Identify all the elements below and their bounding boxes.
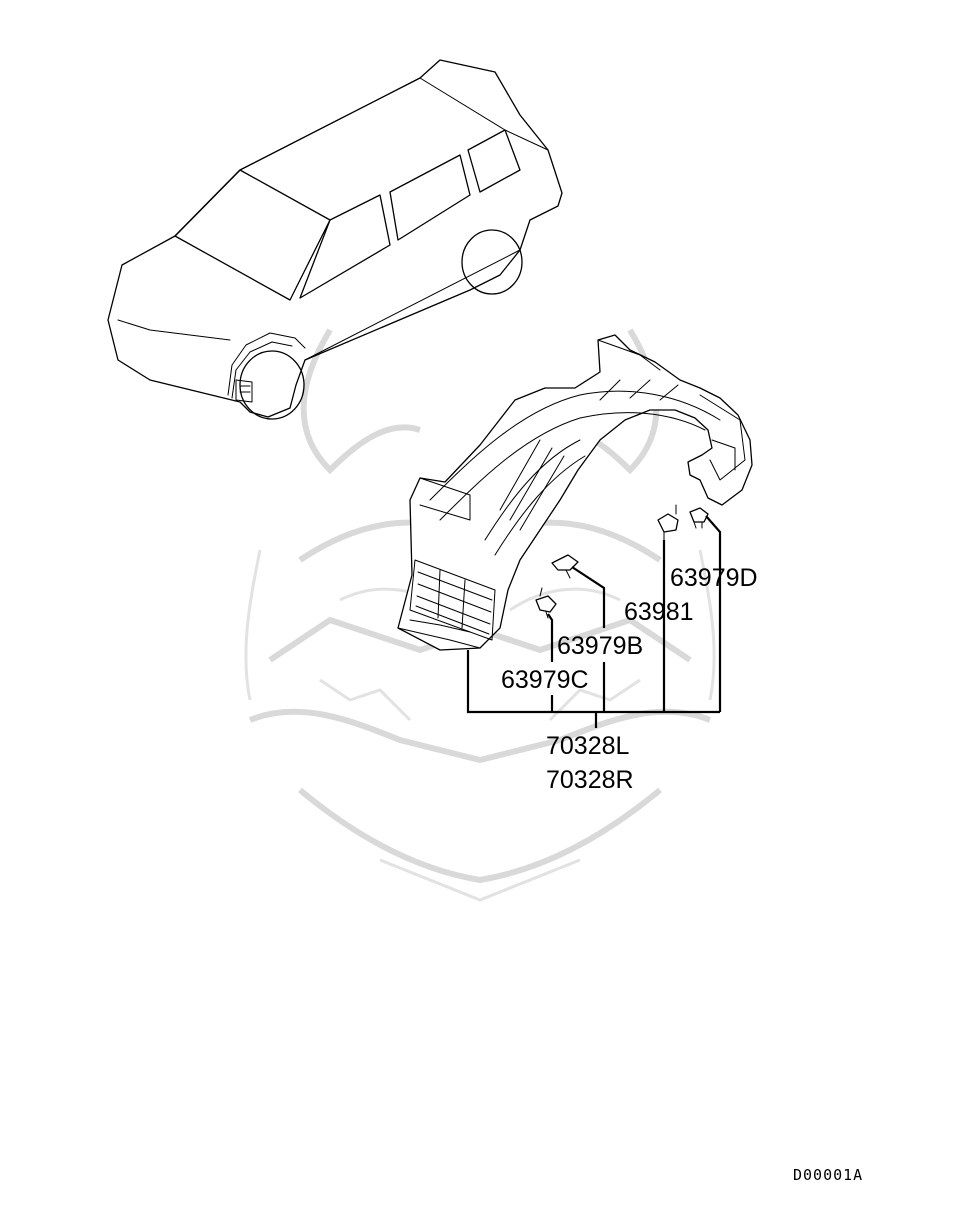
clip-63979C	[535, 587, 557, 619]
watermark-emblem	[244, 328, 716, 902]
clip-63981	[657, 504, 679, 541]
label-63979B: 63979B	[557, 632, 643, 660]
clip-63979D	[689, 507, 709, 529]
callout-lines	[466, 515, 722, 728]
label-63981: 63981	[624, 598, 694, 626]
label-70328R: 70328R	[546, 766, 634, 794]
label-63979C: 63979C	[501, 666, 589, 694]
label-70328L: 70328L	[546, 732, 630, 760]
diagram-code: D00001A	[793, 1166, 863, 1184]
vehicle-outline	[107, 59, 563, 420]
clip-63979B	[551, 554, 579, 579]
label-63979D: 63979D	[670, 564, 758, 592]
fender-liner	[397, 334, 753, 651]
